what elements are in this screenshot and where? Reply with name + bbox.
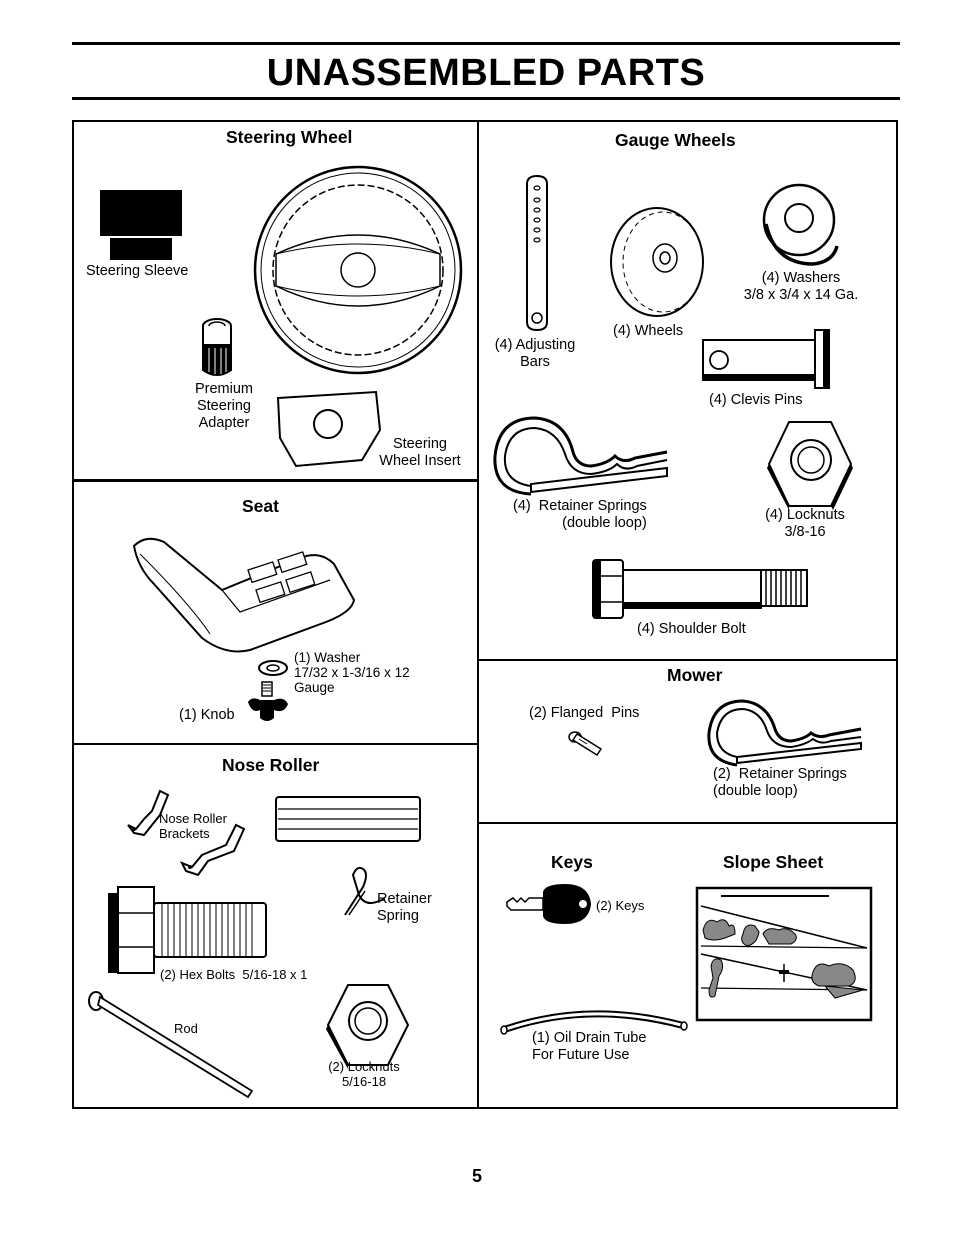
clevis-pins-label: (4) Clevis Pins bbox=[709, 392, 803, 408]
slope-sheet-image bbox=[695, 886, 873, 1022]
mower-section: Mower (2) Flanged Pins (2) Retainer Spri… bbox=[479, 661, 896, 824]
parts-frame: Steering Wheel Steering Sleeve Premium S… bbox=[72, 120, 898, 1109]
gauge-locknuts-label: (4) Locknuts 3/8-16 bbox=[765, 507, 845, 540]
gauge-retainer-spring-image bbox=[493, 416, 668, 496]
washers-label: (4) Washers 3/8 x 3/4 x 14 Ga. bbox=[743, 270, 859, 303]
page-title: UNASSEMBLED PARTS bbox=[266, 52, 706, 94]
steering-sleeve-image bbox=[100, 190, 182, 260]
seat-heading: Seat bbox=[242, 496, 279, 516]
adjusting-bar-image bbox=[526, 174, 548, 332]
keys-heading: Keys bbox=[551, 852, 593, 872]
flanged-pin-image bbox=[568, 731, 603, 757]
rod-image bbox=[88, 991, 254, 1099]
gauge-wheels-heading: Gauge Wheels bbox=[615, 130, 736, 150]
shoulder-bolt-image bbox=[592, 559, 808, 619]
premium-steering-adapter-image bbox=[202, 318, 232, 376]
shoulder-bolt-label: (4) Shoulder Bolt bbox=[637, 621, 746, 637]
steering-wheel-section: Steering Wheel Steering Sleeve Premium S… bbox=[74, 122, 479, 482]
clevis-pin-image bbox=[702, 329, 830, 389]
mower-heading: Mower bbox=[667, 665, 723, 685]
gauge-wheels-section: Gauge Wheels (4) Adjusting Bars (4) Whee… bbox=[479, 122, 896, 661]
hex-bolt-image bbox=[108, 886, 267, 974]
slope-sheet-heading: Slope Sheet bbox=[723, 852, 824, 872]
seat-washer-label: (1) Washer 17/32 x 1-3/16 x 12 Gauge bbox=[294, 650, 410, 695]
seat-image bbox=[132, 537, 356, 653]
steering-wheel-insert-label: Steering Wheel Insert bbox=[379, 436, 461, 469]
nose-roller-section: Nose Roller Nose Roller Brackets Retaine… bbox=[74, 745, 479, 1109]
keys-label: (2) Keys bbox=[596, 898, 645, 913]
nose-roller-brackets-image bbox=[127, 789, 246, 877]
gauge-retainer-springs-label: (4) Retainer Springs (double loop) bbox=[513, 498, 647, 531]
seat-washer-image bbox=[258, 660, 288, 676]
gauge-wheel-image bbox=[610, 207, 704, 317]
nose-roller-brackets-label: Nose Roller Brackets bbox=[159, 811, 227, 841]
wheels-label: (4) Wheels bbox=[613, 323, 684, 339]
seat-section: Seat (1) Washer 17/32 x 1-3/16 x 12 Gaug… bbox=[74, 482, 479, 745]
nose-roller-image bbox=[275, 796, 421, 842]
keys-slope-section: Keys (2) Keys (1) Oil Drain Tube For Fut… bbox=[479, 824, 896, 1109]
oil-drain-tube-image bbox=[500, 1010, 688, 1035]
nose-roller-retainer-spring-image bbox=[344, 866, 386, 916]
key-image bbox=[506, 884, 591, 924]
steering-wheel-insert-image bbox=[276, 390, 382, 468]
nose-roller-retainer-spring-label: Retainer Spring bbox=[377, 891, 432, 924]
oil-drain-tube-label: (1) Oil Drain Tube For Future Use bbox=[532, 1030, 647, 1063]
seat-knob-label: (1) Knob bbox=[179, 707, 235, 723]
hex-bolts-label: (2) Hex Bolts 5/16-18 x 1 bbox=[160, 967, 308, 982]
gauge-locknut-image bbox=[767, 421, 853, 510]
nose-roller-locknuts-label: (2) Locknuts 5/16-18 bbox=[328, 1059, 400, 1089]
premium-steering-adapter-label: Premium Steering Adapter bbox=[194, 381, 253, 431]
rod-label: Rod bbox=[174, 1021, 198, 1036]
steering-wheel-heading: Steering Wheel bbox=[226, 127, 353, 147]
nose-roller-locknut-image bbox=[326, 984, 410, 1069]
nose-roller-heading: Nose Roller bbox=[222, 755, 320, 775]
top-rule bbox=[72, 42, 900, 45]
title-underline bbox=[72, 97, 900, 100]
mower-retainer-springs-label: (2) Retainer Springs (double loop) bbox=[713, 766, 847, 799]
steering-sleeve-label: Steering Sleeve bbox=[86, 263, 189, 279]
page-number: 5 bbox=[471, 1166, 482, 1186]
flanged-pins-label: (2) Flanged Pins bbox=[529, 705, 640, 721]
adjusting-bars-label: (4) Adjusting Bars bbox=[494, 337, 576, 370]
seat-knob-image bbox=[248, 681, 288, 721]
mower-retainer-spring-image bbox=[707, 699, 862, 767]
steering-wheel-image bbox=[253, 165, 463, 375]
gauge-washer-image bbox=[762, 183, 839, 266]
